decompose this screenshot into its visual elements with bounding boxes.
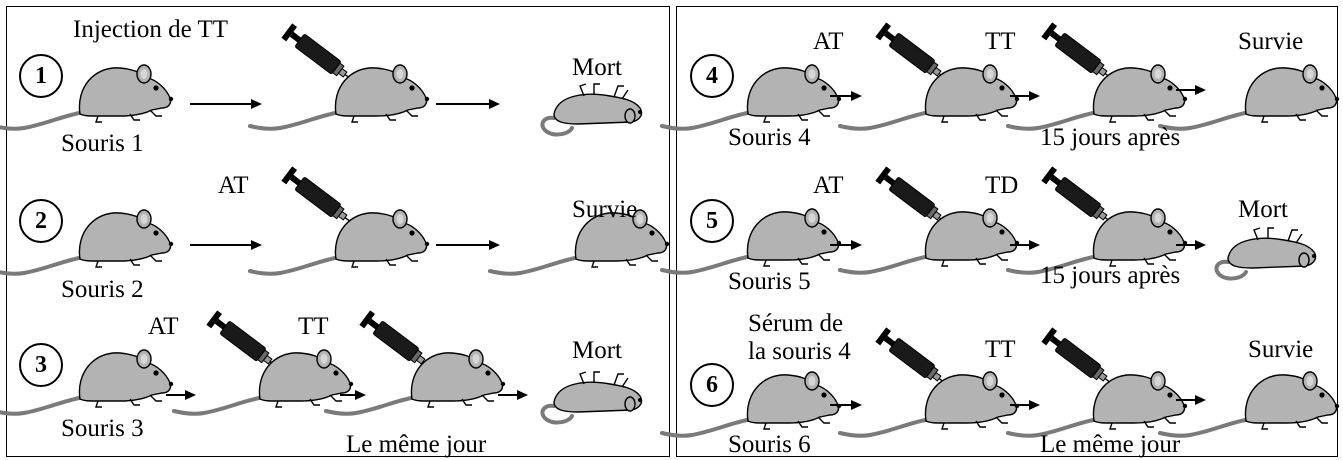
arrow-icon [1176,395,1206,405]
mouse-icon [0,209,174,276]
mouse-icon [838,371,1020,438]
syringe-icon [1041,166,1120,229]
step-label-tt-3: TT [298,313,329,340]
arrow-icon [1010,240,1040,250]
mouse-icon [172,349,354,416]
step-label-serum-line2: la souris 4 [748,338,851,365]
arrow-icon [436,99,500,109]
arrow-icon [498,390,528,400]
dead-mouse-icon [540,371,643,425]
arrow-icon [830,240,862,250]
step-label-serum-line1: Sérum de [748,310,844,337]
step-label-td-5: TD [985,172,1019,199]
arrow-icon [1176,85,1206,95]
arrow-icon [830,91,862,101]
mouse-icon [248,64,430,131]
timing-label-4: 15 jours après [1040,124,1181,151]
experiment-number-6: 6 [690,363,734,407]
arrow-icon [830,400,862,410]
outcome-label-4: Survie [1238,28,1304,55]
step-label-at-2: AT [218,172,249,199]
mouse-icon [0,349,174,416]
syringe-icon [281,166,360,229]
mouse-icon [838,64,1020,131]
timing-label-6: Le même jour [1040,431,1181,458]
arrow-icon [340,390,366,400]
step-label-at-5: AT [813,172,844,199]
outcome-label-3: Mort [572,337,622,364]
syringe-icon [875,327,954,390]
syringe-icon [875,166,954,229]
arrow-icon [1010,400,1040,410]
arrow-icon [1176,240,1206,250]
mouse-icon [660,371,842,438]
mouse-label-2: Souris 2 [61,276,144,303]
step-label-tt-4: TT [985,28,1016,55]
mouse-label-5: Souris 5 [728,268,811,295]
mouse-icon [248,209,430,276]
arrow-icon [436,240,500,250]
syringe-icon [1041,327,1120,390]
mouse-icon [1006,208,1188,275]
arrow-icon [1010,91,1040,101]
dead-mouse-icon [1214,227,1317,281]
mouse-icon [660,64,842,131]
mouse-icon [324,349,506,416]
left-panel [6,6,670,457]
mouse-icon [1158,64,1340,131]
right-panel [676,6,1338,457]
experiment-number-4: 4 [690,54,734,98]
timing-label-5: 15 jours après [1040,262,1181,289]
mouse-icon [660,208,842,275]
mouse-icon [1006,371,1188,438]
arrow-icon [190,240,262,250]
timing-label-3: Le même jour [346,431,487,458]
experiment-number-5: 5 [690,199,734,243]
experiment-number-2: 2 [19,199,63,243]
syringe-icon [206,310,285,373]
outcome-label-6: Survie [1248,336,1314,363]
experiment-number-1: 1 [19,54,63,98]
syringe-icon [359,310,438,373]
step-label-at-3: AT [148,313,179,340]
arrow-icon [166,390,196,400]
mouse-label-3: Souris 3 [61,415,144,442]
mouse-label-1: Souris 1 [61,130,144,157]
outcome-label-1: Mort [572,54,622,81]
arrow-icon [190,99,262,109]
experiment-number-3: 3 [19,343,63,387]
mouse-icon [488,209,670,276]
mouse-label-4: Souris 4 [728,124,811,151]
step-label-injection-tt: Injection de TT [73,16,229,43]
mouse-icon [1006,64,1188,131]
dead-mouse-icon [540,83,643,137]
step-label-tt-6: TT [985,336,1016,363]
outcome-label-2: Survie [572,196,638,223]
mouse-icon [1158,371,1340,438]
step-label-at-4: AT [813,28,844,55]
outcome-label-5: Mort [1238,196,1288,223]
mouse-icon [0,64,174,131]
mouse-icon [838,208,1020,275]
mouse-label-6: Souris 6 [728,431,811,458]
